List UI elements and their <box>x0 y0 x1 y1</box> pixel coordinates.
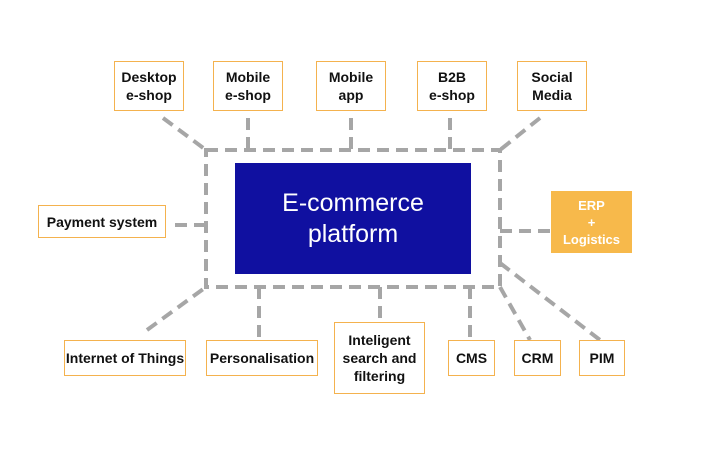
ecommerce-platform-box: E-commerce platform <box>235 163 471 274</box>
connector-crm <box>498 286 532 341</box>
node-payment-system: Payment system <box>38 205 166 238</box>
node-pim: PIM <box>579 340 625 376</box>
node-cms: CMS <box>448 340 495 376</box>
node-crm: CRM <box>514 340 561 376</box>
node-social-media: Social Media <box>517 61 587 111</box>
connector-iot <box>145 285 208 332</box>
connector-pim <box>498 261 602 342</box>
connector-social <box>498 116 542 152</box>
node-personalisation: Personalisation <box>206 340 318 376</box>
node-erp-logistics: ERP + Logistics <box>551 191 632 253</box>
node-b2b-eshop: B2B e-shop <box>417 61 487 111</box>
node-desktop-eshop: Desktop e-shop <box>114 61 184 111</box>
node-mobile-eshop: Mobile e-shop <box>213 61 283 111</box>
node-mobile-app: Mobile app <box>316 61 386 111</box>
platform-frame <box>204 148 502 289</box>
node-internet-of-things: Internet of Things <box>64 340 186 376</box>
node-intelligent-search: Inteligent search and filtering <box>334 322 425 394</box>
connector-desktop <box>161 116 208 152</box>
